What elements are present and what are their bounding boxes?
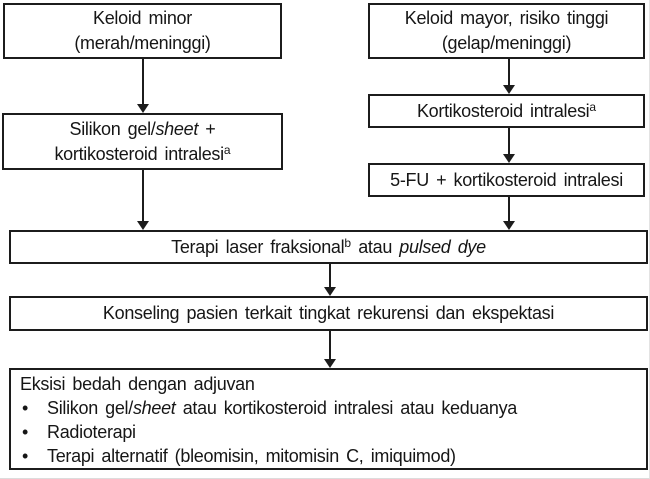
bullet-1-italic: sheet — [132, 398, 176, 418]
silikon-line1-pre: Silikon gel/ — [69, 118, 156, 139]
silikon-line1-post: + — [198, 118, 216, 139]
arrow-head-icon — [324, 287, 336, 296]
eksisi-bullet-1-text: Silikon gel/sheet atau kortikosteroid in… — [47, 396, 638, 420]
box-keloid-minor-line2: (merah/meninggi) — [74, 33, 211, 53]
box-kortikosteroid-line: Kortikosteroid intralesia — [417, 99, 596, 124]
bullet-1-pre: Silikon gel/ — [47, 398, 133, 418]
box-5fu-line: 5-FU + kortikosteroid intralesi — [390, 169, 623, 190]
superscript-b: b — [344, 235, 352, 250]
arrow-head-icon — [324, 359, 336, 368]
arrow-mayor-to-kortikosteroid — [503, 59, 515, 94]
box-konseling-line: Konseling pasien terkait tingkat rekuren… — [102, 303, 555, 323]
arrow-head-icon — [137, 104, 149, 113]
arrow-kortikosteroid-to-5fu — [503, 128, 515, 163]
box-terapi-laser: Terapi laser fraksionalb atau pulsed dye — [9, 230, 648, 264]
box-silikon-gel-line1: Silikon gel/sheet + — [70, 117, 216, 142]
silikon-line1-italic: sheet — [155, 118, 199, 139]
box-keloid-mayor-line2: (gelap/meninggi) — [441, 33, 572, 53]
laser-italic: pulsed dye — [399, 236, 486, 257]
arrow-minor-to-silikon — [137, 59, 149, 113]
box-eksisi-bedah: Eksisi bedah dengan adjuvan • Silikon ge… — [9, 368, 648, 470]
arrow-head-icon — [503, 85, 515, 94]
arrow-shaft — [142, 59, 144, 106]
arrow-shaft — [329, 331, 331, 361]
arrow-head-icon — [137, 221, 149, 230]
arrow-head-icon — [503, 221, 515, 230]
arrow-laser-to-konseling — [324, 264, 336, 296]
arrow-shaft — [329, 264, 331, 289]
bullet-icon: • — [22, 422, 29, 442]
box-keloid-mayor-line1: Keloid mayor, risiko tinggi — [404, 8, 609, 28]
box-kortikosteroid-intralesi: Kortikosteroid intralesia — [368, 94, 645, 128]
box-konseling: Konseling pasien terkait tingkat rekuren… — [9, 296, 648, 331]
bullet-icon: • — [22, 446, 29, 466]
bullet-icon: • — [22, 398, 29, 418]
arrow-shaft — [508, 59, 510, 87]
eksisi-bullet-2-text: Radioterapi — [47, 422, 136, 442]
kortikosteroid-text: Kortikosteroid intralesi — [416, 100, 590, 121]
eksisi-bullet-3-text: Terapi alternatif (bleomisin, mitomisin … — [47, 446, 456, 466]
laser-mid: atau — [351, 236, 400, 257]
arrow-shaft — [142, 170, 144, 223]
arrow-shaft — [508, 128, 510, 156]
bullet-1-post: atau kortikosteroid intralesi atau kedua… — [175, 398, 518, 418]
box-terapi-laser-line: Terapi laser fraksionalb atau pulsed dye — [171, 235, 486, 260]
box-keloid-minor: Keloid minor (merah/meninggi) — [3, 3, 282, 59]
eksisi-bullet-1: • Silikon gel/sheet atau kortikosteroid … — [20, 396, 638, 420]
eksisi-bullet-2: • Radioterapi — [20, 420, 638, 444]
arrow-head-icon — [503, 154, 515, 163]
superscript-a: a — [223, 142, 231, 157]
arrow-shaft — [508, 197, 510, 223]
superscript-a: a — [589, 99, 597, 114]
box-5fu-kortikosteroid: 5-FU + kortikosteroid intralesi — [368, 163, 645, 197]
laser-pre: Terapi laser fraksional — [171, 236, 345, 257]
eksisi-bullet-3: • Terapi alternatif (bleomisin, mitomisi… — [20, 444, 638, 468]
arrow-5fu-to-laser — [503, 197, 515, 230]
silikon-line2-text: kortikosteroid intralesi — [54, 143, 224, 164]
box-silikon-gel-line2: kortikosteroid intralesia — [54, 142, 230, 167]
arrow-silikon-to-laser — [137, 170, 149, 230]
eksisi-title: Eksisi bedah dengan adjuvan — [20, 374, 255, 394]
arrow-konseling-to-eksisi — [324, 331, 336, 368]
box-keloid-minor-line1: Keloid minor — [93, 8, 192, 28]
box-silikon-gel: Silikon gel/sheet + kortikosteroid intra… — [2, 113, 283, 170]
box-keloid-mayor: Keloid mayor, risiko tinggi (gelap/menin… — [368, 3, 645, 59]
